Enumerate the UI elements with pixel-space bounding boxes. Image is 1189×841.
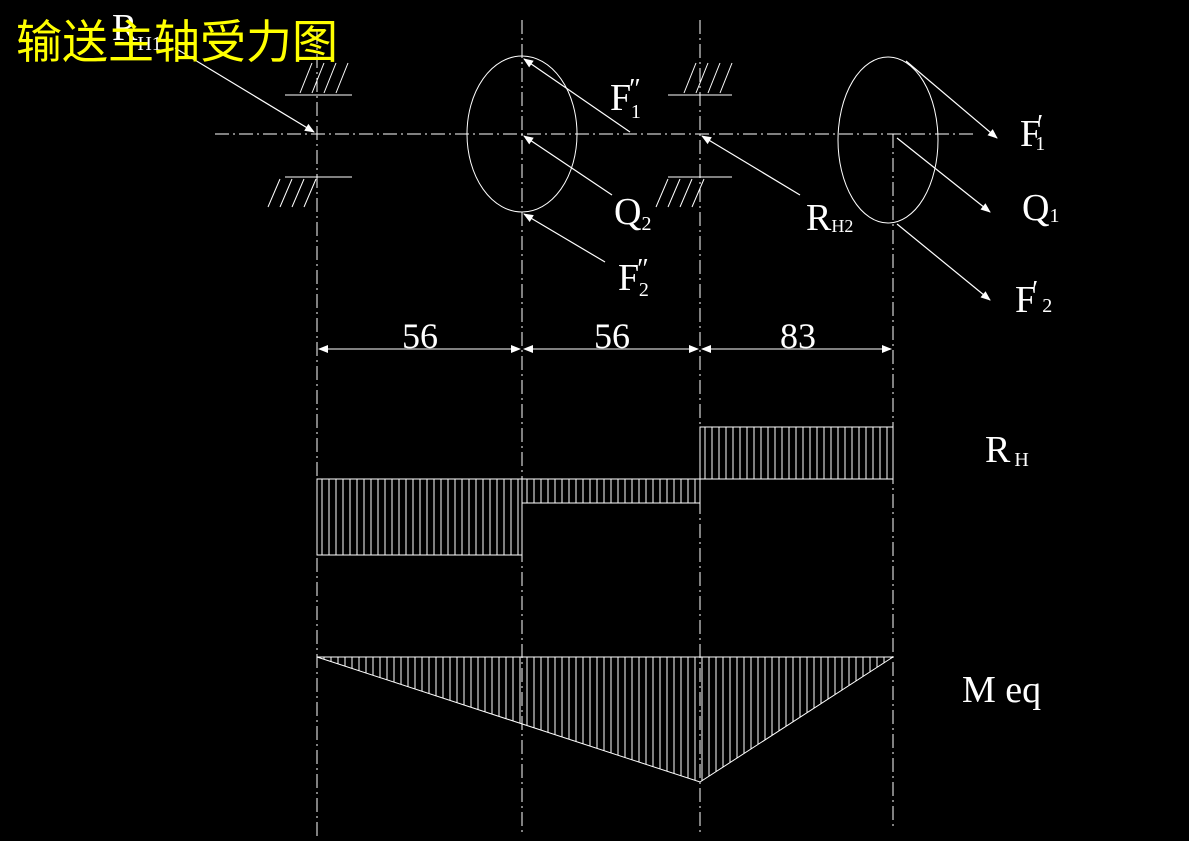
label-r-h1: RH1 [112,7,162,55]
label-f1pp: F″1 [610,74,641,123]
right-support [655,62,733,208]
arrow-rh2 [701,135,801,196]
arrow-f1p [905,60,998,139]
moment-hatching [323,657,892,781]
arrow-r-h1 [174,47,315,133]
force-arrows [174,47,998,301]
shear-hatching [321,427,888,555]
arrow-f2pp [523,213,606,263]
label-q1: Q1 [1022,187,1059,229]
dimension-3: 83 [780,316,816,356]
moment-outline [316,656,894,783]
center-lines [215,20,975,838]
gear2-ellipse [466,55,578,213]
dimension-2: 56 [594,316,630,356]
arrow-f2p [896,223,991,301]
label-meq: M eq [962,669,1041,711]
moment-diagram [316,656,894,783]
dimension-1: 56 [402,316,438,356]
left-support [267,62,352,208]
arrow-q1 [896,137,991,213]
label-q2: Q2 [614,191,651,235]
arrow-q2 [523,135,613,196]
label-f2p: F′2 [1015,276,1052,321]
label-f2pp: F″2 [618,254,649,301]
label-rh2: RH2 [806,197,853,239]
shear-force-diagram [316,426,894,556]
diagram-title: 输送主轴受力图 [16,15,338,69]
gear1-ellipse [837,56,939,224]
label-f1p: F′1 [1020,110,1045,155]
arrow-f1pp [523,58,631,133]
